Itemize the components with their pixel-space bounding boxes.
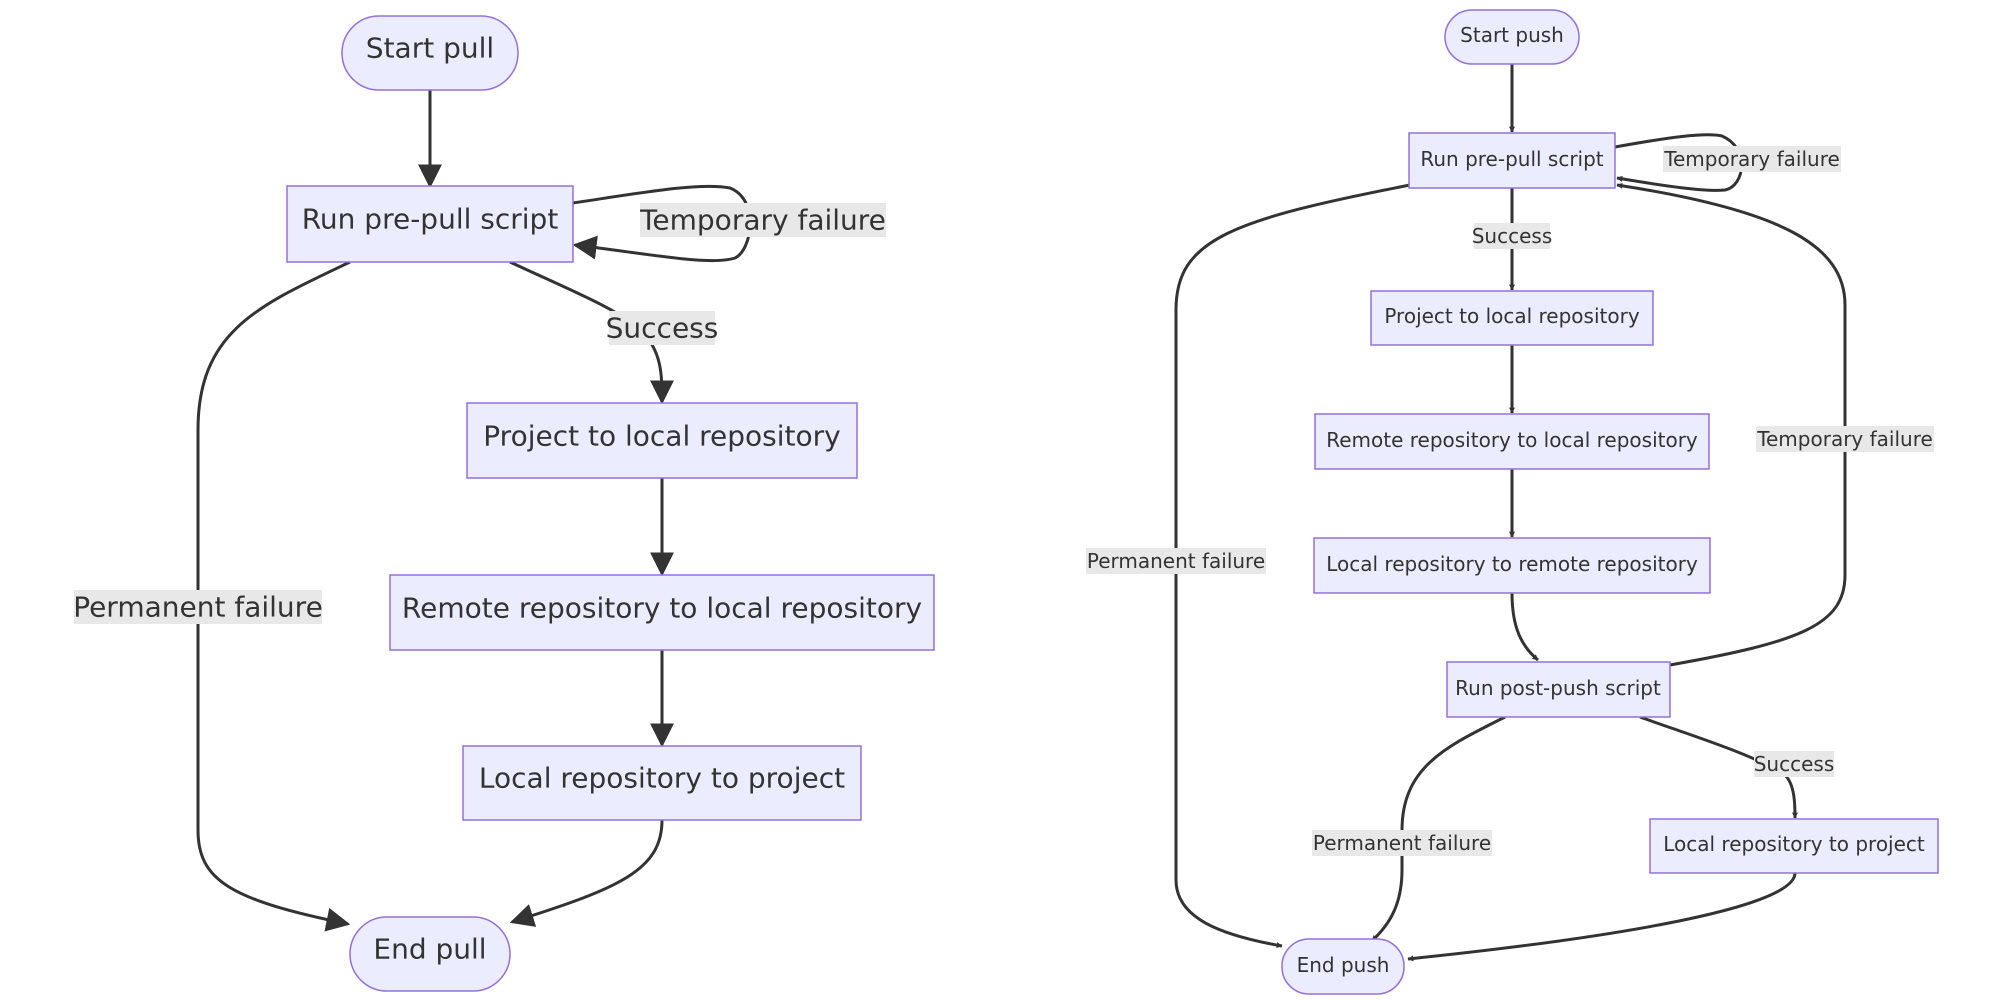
pull-end-label: End pull bbox=[373, 933, 486, 966]
push-local-to-project-node: Local repository to project bbox=[1649, 818, 1939, 874]
pull-prepull-node: Run pre-pull script bbox=[286, 185, 574, 263]
pull-end-node: End pull bbox=[349, 916, 511, 992]
pull-label-temporary-failure: Temporary failure bbox=[639, 203, 886, 237]
svg-text:Permanent failure: Permanent failure bbox=[1313, 831, 1491, 855]
push-edge-postpush-to-prepull bbox=[1616, 182, 1847, 667]
push-prepull-node: Run pre-pull script bbox=[1408, 132, 1616, 189]
pull-label-permanent-failure: Permanent failure bbox=[73, 590, 323, 624]
push-end-label: End push bbox=[1297, 953, 1390, 977]
push-start-label: Start push bbox=[1460, 23, 1564, 47]
pull-project-to-local-label: Project to local repository bbox=[483, 420, 840, 453]
pull-remote-to-local-node: Remote repository to local repository bbox=[389, 574, 935, 651]
push-label-temporary-failure-loop: Temporary failure bbox=[1756, 426, 1934, 452]
push-label-temporary-failure-self: Temporary failure bbox=[1663, 146, 1841, 172]
push-remote-to-local-label: Remote repository to local repository bbox=[1326, 428, 1698, 452]
pull-project-to-local-node: Project to local repository bbox=[466, 402, 858, 479]
push-end-node: End push bbox=[1281, 938, 1405, 995]
push-label-success-post: Success bbox=[1754, 751, 1835, 777]
svg-text:Temporary failure: Temporary failure bbox=[1756, 427, 1933, 451]
svg-text:Temporary failure: Temporary failure bbox=[1663, 147, 1840, 171]
pull-prepull-label: Run pre-pull script bbox=[302, 203, 559, 236]
push-edge-prepull-to-end bbox=[1174, 183, 1411, 949]
svg-text:Permanent failure: Permanent failure bbox=[1087, 549, 1265, 573]
pull-edge-local-to-end bbox=[509, 819, 664, 927]
pull-local-to-project-node: Local repository to project bbox=[462, 745, 862, 821]
push-local-to-remote-label: Local repository to remote repository bbox=[1326, 552, 1698, 576]
push-postpush-node: Run post-push script bbox=[1446, 661, 1671, 718]
push-start-node: Start push bbox=[1444, 9, 1580, 65]
push-label-success-pre: Success bbox=[1472, 223, 1553, 249]
push-project-to-local-node: Project to local repository bbox=[1370, 290, 1654, 346]
pull-remote-to-local-label: Remote repository to local repository bbox=[402, 592, 922, 625]
svg-text:Permanent failure: Permanent failure bbox=[73, 591, 323, 624]
pull-flowchart: Start pull Run pre-pull script Project t… bbox=[73, 15, 935, 992]
push-remote-to-local-node: Remote repository to local repository bbox=[1314, 413, 1710, 470]
push-edge-local-to-remote-to-postpush bbox=[1510, 592, 1539, 662]
push-edge-local-to-project-to-end bbox=[1407, 872, 1797, 962]
svg-text:Temporary failure: Temporary failure bbox=[639, 204, 886, 237]
push-project-to-local-label: Project to local repository bbox=[1384, 304, 1639, 328]
pull-start-node: Start pull bbox=[341, 15, 519, 91]
push-edge-postpush-to-end bbox=[1370, 715, 1506, 943]
pull-edge-prepull-to-end bbox=[196, 260, 351, 932]
push-flowchart: Start push Run pre-pull script Project t… bbox=[1086, 9, 1939, 995]
push-label-permanent-failure-post: Permanent failure bbox=[1312, 830, 1492, 856]
svg-text:Success: Success bbox=[1754, 752, 1835, 776]
svg-text:Success: Success bbox=[1472, 224, 1553, 248]
pull-label-success: Success bbox=[606, 311, 719, 345]
push-local-to-project-label: Local repository to project bbox=[1663, 832, 1925, 856]
push-local-to-remote-node: Local repository to remote repository bbox=[1313, 537, 1711, 594]
pull-start-label: Start pull bbox=[366, 32, 494, 65]
push-postpush-label: Run post-push script bbox=[1455, 676, 1661, 700]
push-label-permanent-failure-pre: Permanent failure bbox=[1086, 548, 1266, 574]
svg-text:Success: Success bbox=[606, 312, 719, 345]
pull-local-to-project-label: Local repository to project bbox=[479, 762, 845, 795]
push-prepull-label: Run pre-pull script bbox=[1420, 147, 1603, 171]
